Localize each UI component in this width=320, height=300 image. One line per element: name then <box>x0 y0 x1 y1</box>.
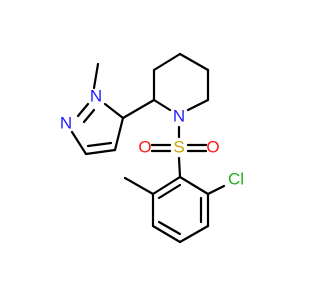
bonds <box>70 52 226 244</box>
bond-c4-c3 <box>84 148 117 156</box>
bond-ar-4 <box>151 224 182 244</box>
bond-n1-c5 <box>103 102 125 120</box>
bond-ar-1 <box>178 175 210 196</box>
bond-ar-6-inner <box>157 183 182 200</box>
atom-n-piperidine: N <box>173 106 185 125</box>
bond-pip-2 <box>152 52 182 72</box>
bond-c5-c4 <box>113 116 125 152</box>
bond-ar-6 <box>151 175 182 196</box>
atom-labels: N N N S O O Cl <box>60 86 244 188</box>
bond-c3-n2 <box>70 130 88 156</box>
bond-n2-n1 <box>76 102 90 118</box>
atom-n-ring: N <box>60 113 72 132</box>
atom-cl: Cl <box>228 169 244 188</box>
bond-n2-n1-double <box>82 108 96 124</box>
bond-c5-c2pip <box>121 98 156 120</box>
bond-pip-3 <box>178 52 210 72</box>
bond-n1-methyl <box>92 62 100 90</box>
atom-n-methyl: N <box>90 86 102 105</box>
bond-c4-c3-double <box>86 141 113 148</box>
bond-ar-methyl <box>123 176 155 196</box>
bond-ar-3 <box>178 224 210 244</box>
atom-o-left: O <box>138 137 151 156</box>
molecule-structure: N N N S O O Cl <box>60 52 244 244</box>
bond-pip-6 <box>152 98 172 112</box>
atom-o-right: O <box>206 137 219 156</box>
bond-ar-4-inner <box>157 220 182 236</box>
bond-pip-5 <box>186 98 210 112</box>
bond-s-c1ar <box>177 156 182 179</box>
atom-s-sulfonyl: S <box>173 137 184 156</box>
bond-ar-cl <box>206 184 226 196</box>
